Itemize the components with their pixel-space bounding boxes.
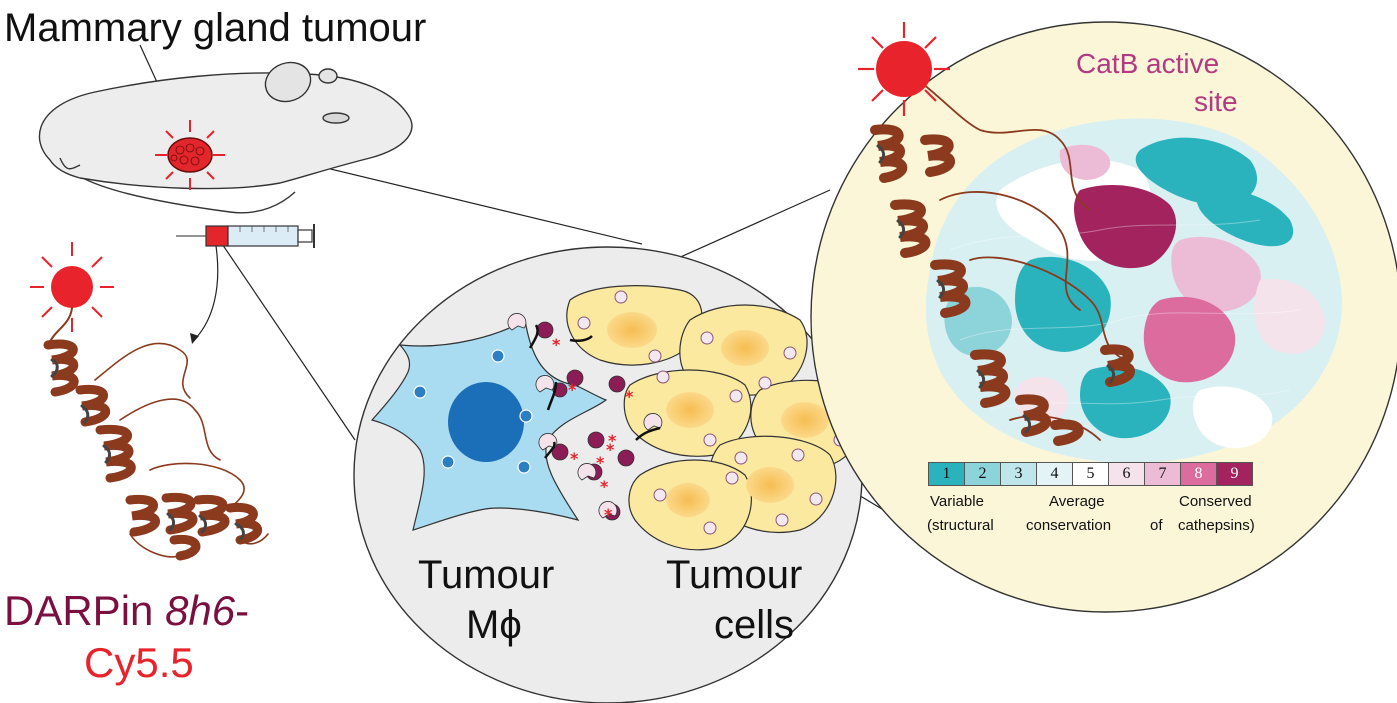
macrophage-label-line1: Tumour — [418, 553, 555, 597]
active-site-label-line2: site — [1194, 86, 1238, 117]
svg-text:*: * — [570, 449, 579, 468]
fluorophore-sun-icon — [858, 22, 950, 116]
injection-arrowhead — [190, 333, 199, 344]
scale-cell: 1 — [928, 462, 965, 486]
scale-cell: 3 — [1000, 462, 1037, 486]
cathepsin-surface — [925, 118, 1342, 464]
scale-cell: 6 — [1108, 462, 1145, 486]
scale-caption-variable: Variable — [930, 493, 984, 510]
active-site-label-line1: CatB active — [1076, 48, 1220, 79]
scale-cell: 7 — [1144, 462, 1181, 486]
scale-caption-cathepsins: cathepsins) — [1178, 517, 1255, 534]
scale-cell: 8 — [1180, 462, 1217, 486]
darpin-name-suffix: - — [235, 587, 250, 634]
svg-text:*: * — [552, 335, 561, 354]
fluorophore-sun-icon — [30, 242, 114, 332]
scale-caption-average: Average — [1049, 493, 1105, 510]
darpin-label: DARPin 8h6- — [4, 590, 249, 632]
macrophage-label-line2: Mϕ — [466, 603, 522, 647]
tumour-signal-icon — [155, 120, 225, 190]
figure-title: Mammary gland tumour — [4, 6, 427, 50]
dye-label: Cy5.5 — [84, 639, 194, 686]
scale-cell: 9 — [1216, 462, 1253, 486]
scale-caption-conservation: conservation — [1026, 517, 1112, 534]
tumour-cells-label-line2: cells — [714, 603, 795, 647]
mouse-illustration — [38, 61, 413, 214]
tumour-macrophage — [370, 319, 608, 531]
scale-caption-conserved: Conserved — [1179, 493, 1252, 510]
scale-cell: 2 — [964, 462, 1001, 486]
cathepsin-probe-icons: *** *** *** — [507, 313, 663, 524]
darpin-name-prefix: DARPin — [4, 587, 166, 634]
svg-text:*: * — [604, 505, 613, 524]
injection-arrow — [195, 245, 219, 339]
svg-text:*: * — [625, 387, 634, 406]
darpin-bound-structure — [870, 69, 1135, 446]
darpin-clone-name: 8h6 — [165, 587, 236, 634]
svg-text:*: * — [600, 477, 609, 496]
tumour-cells-cluster — [566, 285, 865, 551]
tumour-cells-label-line1: Tumour — [666, 553, 803, 597]
scale-caption-structural: (structural — [927, 517, 994, 534]
svg-text:*: * — [568, 380, 577, 399]
scale-cell: 5 — [1072, 462, 1109, 486]
darpin-protein-structure — [43, 307, 269, 561]
syringe-icon — [176, 224, 315, 248]
svg-text:*: * — [608, 431, 617, 450]
svg-text:*: * — [606, 440, 615, 459]
scale-cell: 4 — [1036, 462, 1073, 486]
svg-text:*: * — [596, 453, 605, 472]
macrophage-nucleus — [448, 382, 524, 462]
scale-caption-of: of — [1150, 517, 1163, 534]
